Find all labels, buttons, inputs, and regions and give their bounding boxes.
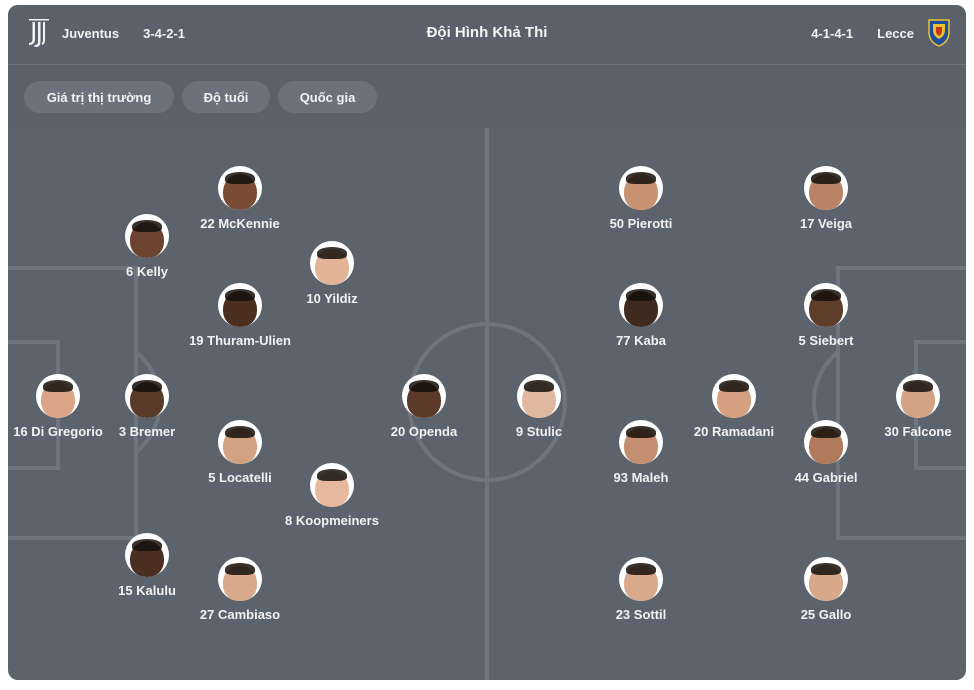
player-name: 15 Kalulu [118,583,176,598]
player-avatar [36,374,80,418]
player-name: 25 Gallo [800,607,852,622]
player-avatar [804,283,848,327]
player-home_players-4[interactable]: 22 McKennie [180,166,300,232]
player-avatar [804,557,848,601]
player-away_players-6[interactable]: 17 Veiga [766,166,886,232]
player-home_players-3[interactable]: 15 Kalulu [87,533,207,599]
player-avatar [125,533,169,577]
player-avatar [804,166,848,210]
player-away_players-9[interactable]: 25 Gallo [766,557,886,623]
player-avatar [125,214,169,258]
home-team[interactable]: Juventus 3-4-2-1 [26,17,185,49]
player-name: 17 Veiga [799,216,853,231]
player-home_players-9[interactable]: 8 Koopmeiners [272,463,392,529]
player-avatar [712,374,756,418]
player-home_players-5[interactable]: 19 Thuram-Ulien [180,283,300,349]
player-avatar [218,420,262,464]
player-away_players-10[interactable]: 30 Falcone [858,374,966,440]
player-name: 77 Kaba [616,333,666,348]
player-name: 5 Siebert [798,333,854,348]
player-away_players-2[interactable]: 77 Kaba [581,283,701,349]
tab-age[interactable]: Độ tuổi [182,81,270,113]
player-home_players-10[interactable]: 20 Openda [364,374,484,440]
filter-tabs: Giá trị thị trường Độ tuổi Quốc gia [8,65,966,128]
home-formation: 3-4-2-1 [143,25,185,41]
player-home_players-0[interactable]: 16 Di Gregorio [8,374,118,440]
player-home_players-1[interactable]: 6 Kelly [87,214,207,280]
player-name: 44 Gabriel [794,470,858,485]
player-home_players-2[interactable]: 3 Bremer [87,374,207,440]
player-name: 20 Ramadani [693,424,775,439]
player-avatar [804,420,848,464]
player-home_players-8[interactable]: 10 Yildiz [272,241,392,307]
player-avatar [125,374,169,418]
player-name: 3 Bremer [118,424,176,439]
tab-market-value[interactable]: Giá trị thị trường [24,81,174,113]
player-name: 19 Thuram-Ulien [189,333,291,348]
player-avatar [218,557,262,601]
player-name: 23 Sottil [615,607,667,622]
player-away_players-0[interactable]: 9 Stulic [479,374,599,440]
player-away_players-8[interactable]: 44 Gabriel [766,420,886,486]
player-avatar [218,283,262,327]
player-name: 30 Falcone [884,424,952,439]
player-away_players-5[interactable]: 20 Ramadani [674,374,794,440]
player-avatar [218,166,262,210]
page-title: Đội Hình Khả Thi [426,24,548,41]
juventus-logo-icon [26,17,52,49]
player-away_players-7[interactable]: 5 Siebert [766,283,886,349]
player-away_players-1[interactable]: 50 Pierotti [581,166,701,232]
player-home_players-7[interactable]: 27 Cambiaso [180,557,300,623]
pitch: 16 Di Gregorio 6 Kelly 3 Bremer 15 Kalulu 22… [8,128,966,680]
player-home_players-6[interactable]: 5 Locatelli [180,420,300,486]
player-avatar [517,374,561,418]
player-name: 9 Stulic [515,424,563,439]
player-avatar [896,374,940,418]
player-name: 22 McKennie [200,216,280,231]
player-avatar [310,463,354,507]
player-avatar [619,420,663,464]
player-avatar [619,166,663,210]
away-formation: 4-1-4-1 [811,25,854,41]
player-away_players-3[interactable]: 93 Maleh [581,420,701,486]
lineup-card: Juventus 3-4-2-1 Đội Hình Khả Thi 4-1-4-… [8,5,966,680]
player-name: 27 Cambiaso [199,607,281,622]
player-avatar [619,557,663,601]
home-team-name: Juventus [62,25,120,41]
tab-nationality[interactable]: Quốc gia [278,81,377,113]
player-name: 93 Maleh [613,470,669,485]
player-name: 6 Kelly [126,264,168,279]
away-team-name: Lecce [877,25,914,41]
player-avatar [402,374,446,418]
player-name: 5 Locatelli [208,470,272,485]
player-name: 20 Openda [390,424,458,439]
player-avatar [619,283,663,327]
player-name: 8 Koopmeiners [285,513,379,528]
match-header: Juventus 3-4-2-1 Đội Hình Khả Thi 4-1-4-… [8,5,966,65]
player-away_players-4[interactable]: 23 Sottil [581,557,701,623]
away-team[interactable]: 4-1-4-1 Lecce [811,17,952,49]
player-name: 16 Di Gregorio [13,424,103,439]
player-name: 50 Pierotti [609,216,673,231]
lecce-logo-icon [926,17,952,49]
player-avatar [310,241,354,285]
player-name: 10 Yildiz [306,291,358,306]
